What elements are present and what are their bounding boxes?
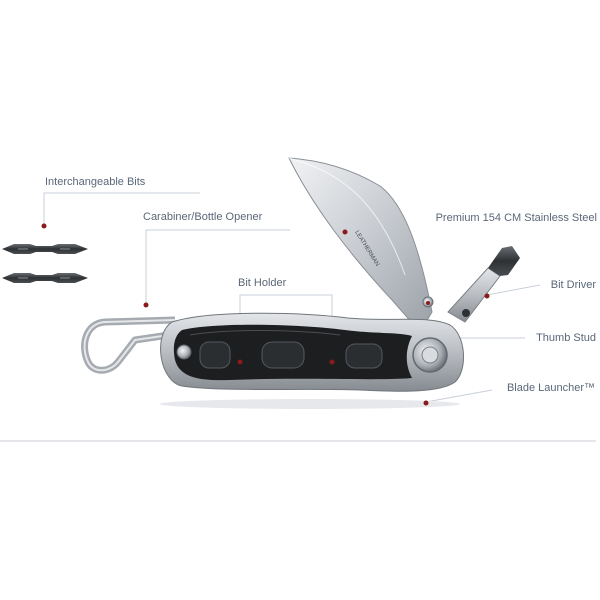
dot-carabiner (143, 302, 149, 308)
leader-interchangeable-bits (43, 192, 200, 225)
bit-2 (2, 273, 88, 283)
label-thumb-stud: Thumb Stud (536, 332, 596, 344)
leader-blade-launcher (425, 389, 493, 403)
carabiner (81, 316, 177, 374)
interchangeable-bits (2, 244, 88, 283)
dot-bit-driver (484, 293, 490, 299)
dot-thumb-stud (426, 301, 430, 305)
leader-carabiner (145, 229, 290, 304)
blade: LEATHERMAN (288, 157, 433, 333)
label-bit-holder: Bit Holder (238, 277, 287, 289)
dot-blade-launcher (423, 400, 429, 406)
label-blade-launcher: Blade Launcher™ (506, 382, 595, 394)
bit-driver-arm (447, 246, 520, 323)
label-bit-driver: Bit Driver (550, 279, 596, 291)
dot-bit-holder-2 (329, 359, 335, 365)
dot-interchangeable-bits (41, 223, 47, 229)
bit-slot-1 (199, 341, 231, 369)
label-interchangeable-bits: Interchangeable Bits (45, 176, 146, 188)
bit-1 (2, 244, 88, 254)
knife-shadow (160, 399, 460, 409)
handle-screw (176, 344, 192, 360)
bit-slot-2 (261, 341, 305, 369)
callout-dots (41, 223, 490, 406)
dot-blade-steel (342, 229, 348, 235)
bit-slot-3 (345, 343, 383, 369)
label-blade-steel: Premium 154 CM Stainless Steel (435, 212, 597, 224)
leader-bit-driver (486, 284, 541, 296)
handle (160, 296, 465, 392)
label-carabiner: Carabiner/Bottle Opener (143, 211, 263, 223)
dot-bit-holder-1 (237, 359, 243, 365)
